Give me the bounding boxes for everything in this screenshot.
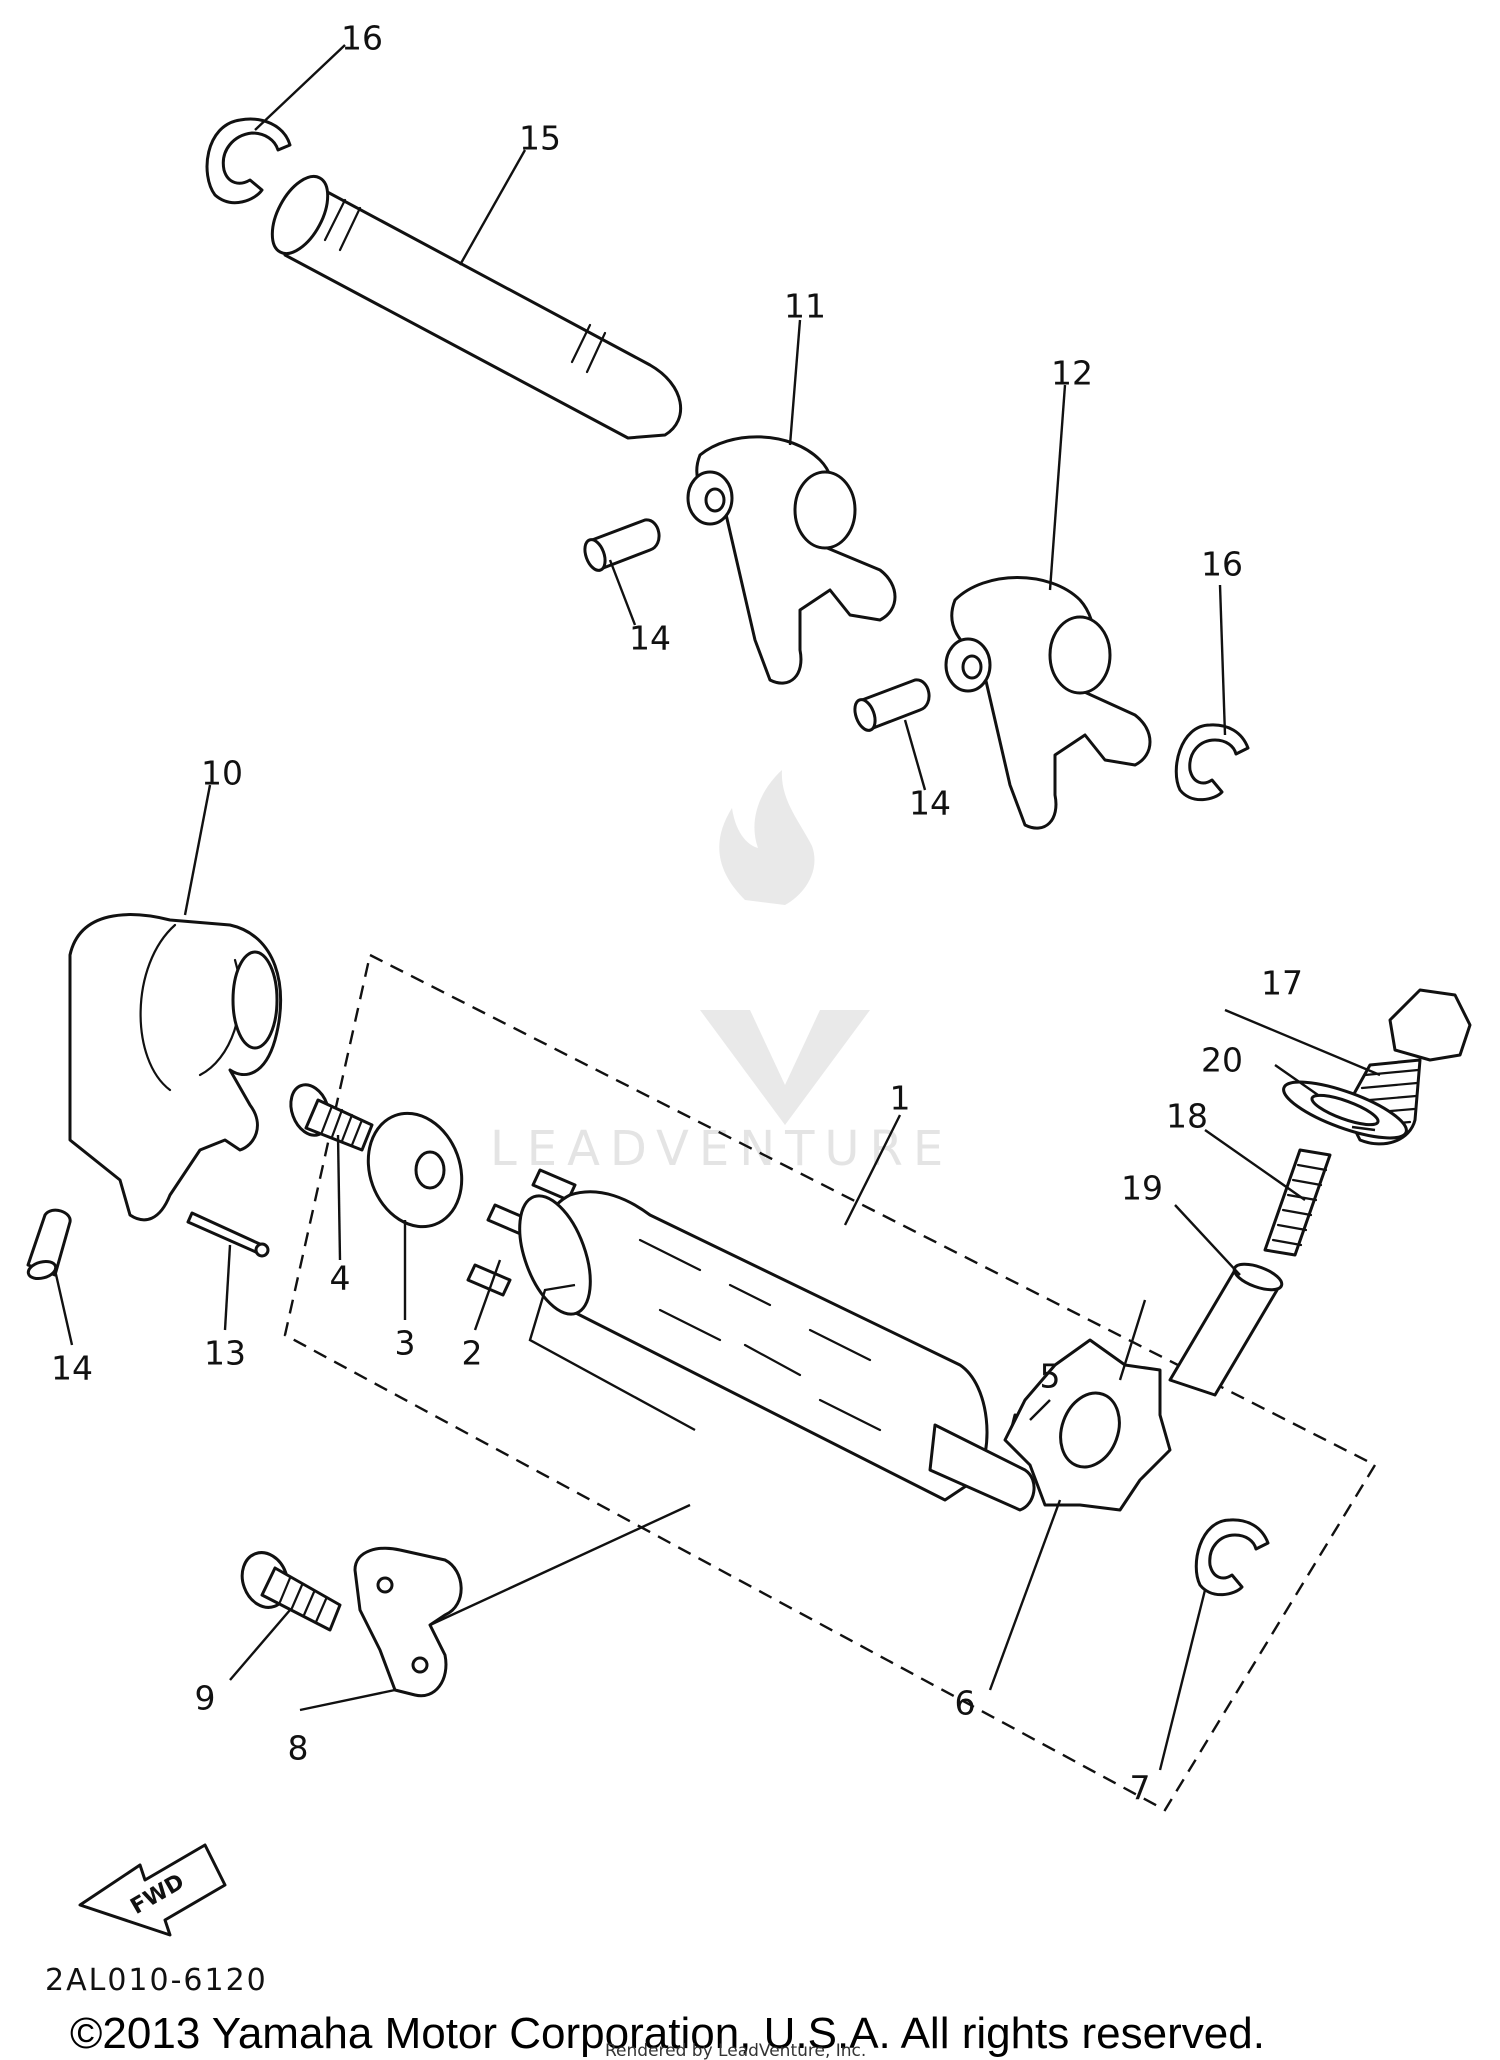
callout-7: 7: [1130, 1769, 1151, 1808]
pin-14-c: [26, 1208, 72, 1281]
flame-logo-icon: [719, 770, 815, 905]
segment-6: [1003, 1338, 1172, 1512]
callout-14-b: 14: [909, 784, 951, 823]
callout-9: 9: [195, 1679, 216, 1718]
callout-5: 5: [1040, 1357, 1061, 1396]
bolt-4: [289, 1083, 374, 1152]
plate-3: [366, 1111, 464, 1229]
callout-3: 3: [395, 1324, 416, 1363]
callout-1: 1: [890, 1079, 911, 1118]
circlip-16-top: [205, 117, 292, 205]
callout-13: 13: [204, 1334, 246, 1373]
shift-fork-10: [68, 913, 283, 1222]
shift-drum-1: [518, 1190, 1036, 1512]
callout-2: 2: [462, 1334, 483, 1373]
callout-8: 8: [288, 1729, 309, 1768]
gasket-20: [1282, 1080, 1408, 1140]
callout-12: 12: [1051, 354, 1093, 393]
fwd-arrow-icon: FWD: [78, 1843, 227, 1937]
callout-6: 6: [955, 1684, 976, 1723]
v-logo-icon: [700, 1010, 870, 1125]
assembly-boundary: [283, 953, 1377, 1812]
callout-20: 20: [1201, 1041, 1243, 1080]
callout-18: 18: [1166, 1097, 1208, 1136]
shift-fork-12: [944, 576, 1152, 830]
callout-11: 11: [784, 287, 826, 326]
diagram-code: 2AL010-6120: [45, 1963, 268, 1998]
callout-10: 10: [201, 754, 243, 793]
pin-14-b: [853, 678, 931, 732]
shift-fork-shaft-15: [270, 175, 682, 440]
callout-14-c: 14: [51, 1349, 93, 1388]
callout-19: 19: [1121, 1169, 1163, 1208]
callout-16-top: 16: [341, 19, 383, 58]
cotter-pin-13: [186, 1211, 270, 1258]
circlip-7: [1194, 1518, 1270, 1597]
shift-fork-11: [686, 435, 897, 685]
callout-17: 17: [1261, 964, 1303, 1003]
callout-15: 15: [519, 119, 561, 158]
plate-8: [353, 1546, 463, 1698]
callout-4: 4: [330, 1259, 351, 1298]
rendered-by-notice: Rendered by LeadVenture, Inc.: [605, 2041, 866, 2060]
roller-19: [1168, 1262, 1284, 1397]
watermark-text: LEADVENTURE: [490, 1121, 953, 1177]
spring-18: [1263, 1148, 1332, 1257]
pin-14-a: [583, 518, 661, 572]
callout-labels: 16 15 11 12 14 14 16 10 17 20 18 19 1 14…: [51, 19, 1303, 1808]
callout-16-right: 16: [1201, 545, 1243, 584]
circlip-16-right: [1174, 723, 1250, 802]
leader-lines: [53, 44, 1381, 1771]
leadventure-watermark: LEADVENTURE: [490, 770, 953, 1177]
callout-14-a: 14: [629, 619, 671, 658]
copyright-notice: ©2013 Yamaha Motor Corporation, U.S.A. A…: [70, 2009, 1265, 2058]
screw-9: [240, 1551, 342, 1632]
